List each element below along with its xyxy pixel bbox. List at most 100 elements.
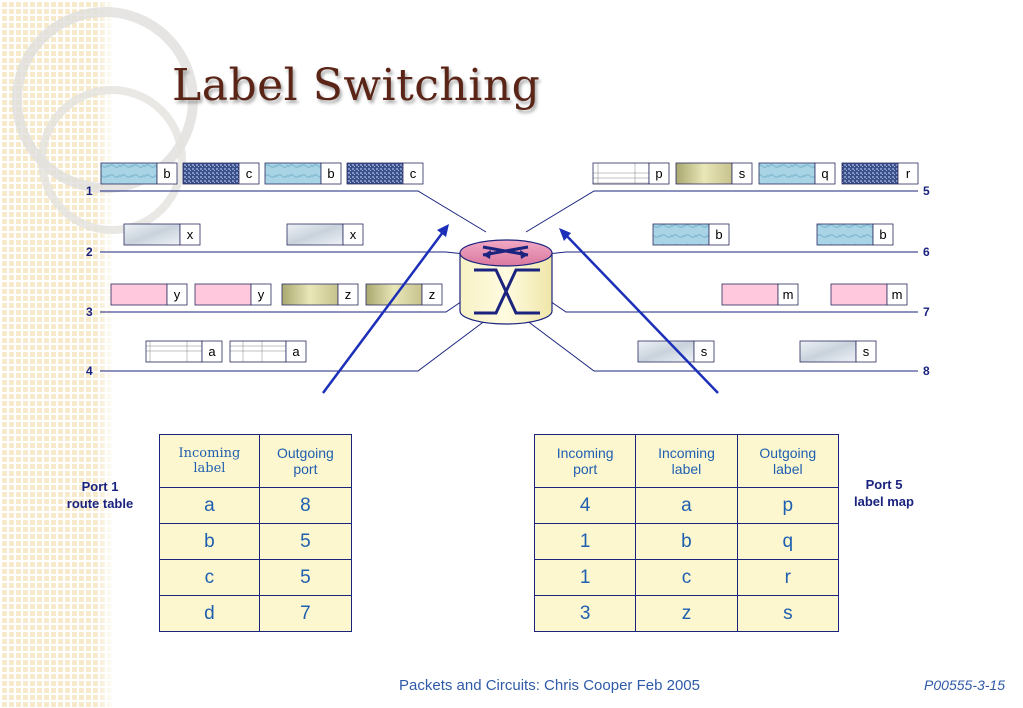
packet-label-box xyxy=(402,162,424,185)
link-line xyxy=(100,251,475,256)
header-line: Outgoing xyxy=(276,445,334,461)
page-title: Label Switching xyxy=(172,60,541,111)
packet-payload xyxy=(365,283,423,306)
header-line: label xyxy=(671,461,702,477)
packet: a xyxy=(229,340,307,363)
port-number: 7 xyxy=(923,305,930,319)
packet-label: m xyxy=(892,287,903,302)
packet: z xyxy=(281,283,359,306)
packet-label: b xyxy=(327,166,334,181)
header-line: port xyxy=(293,461,318,477)
packet-label-box xyxy=(897,162,919,185)
table-cell: q xyxy=(736,523,840,560)
packet-label-box xyxy=(342,223,364,246)
packet-label-box xyxy=(421,283,443,306)
packet-label-box xyxy=(855,340,877,363)
packet-payload xyxy=(830,283,888,306)
port5-table-label: Port 5 label map xyxy=(842,476,926,510)
packet-label-box xyxy=(648,162,670,185)
link-line xyxy=(100,319,487,372)
packet-label: x xyxy=(187,227,194,242)
packet-label: a xyxy=(292,344,300,359)
packet: y xyxy=(110,283,188,306)
header-line: label xyxy=(193,461,226,476)
packet-label: s xyxy=(701,344,708,359)
packet-label: q xyxy=(821,166,828,181)
link-line xyxy=(525,319,918,372)
packet-payload xyxy=(100,162,158,185)
packet-label: z xyxy=(345,287,352,302)
packet: z xyxy=(365,283,443,306)
packet-label-box xyxy=(872,223,894,246)
side-label-line1: Port 5 xyxy=(865,477,903,492)
packet: y xyxy=(194,283,272,306)
packet-label-box xyxy=(285,340,307,363)
table-cell: z xyxy=(635,595,738,632)
packet-label-box xyxy=(337,283,359,306)
packet-label: s xyxy=(739,166,746,181)
packet-payload xyxy=(145,340,203,363)
packet: m xyxy=(830,283,908,306)
sidebar-circles-decoration xyxy=(12,7,198,234)
packet: r xyxy=(841,162,919,185)
packet-label-box xyxy=(166,283,188,306)
packet-payload xyxy=(799,340,857,363)
packet: b xyxy=(652,223,730,246)
port-number: 1 xyxy=(86,184,93,198)
packet-label-box xyxy=(201,340,223,363)
link-line xyxy=(100,190,487,233)
side-label-line2: route table xyxy=(66,496,134,511)
packet-label: r xyxy=(906,166,911,181)
link-line xyxy=(537,251,918,256)
packet: s xyxy=(675,162,753,185)
packet-payload xyxy=(123,223,181,246)
router-icon xyxy=(459,239,553,325)
packet-label: c xyxy=(246,166,253,181)
slide-id: P00555-3-15 xyxy=(924,677,1005,693)
port-number: 6 xyxy=(923,245,930,259)
table-cell: a xyxy=(635,487,738,524)
table-cell: 5 xyxy=(258,523,353,560)
packet-payload xyxy=(229,340,287,363)
table-cell: 7 xyxy=(258,595,353,632)
packet-label-box xyxy=(693,340,715,363)
table-cell: p xyxy=(736,487,840,524)
table-cell: c xyxy=(635,559,738,596)
side-label-line1: Port 1 xyxy=(81,479,119,494)
packet-payload xyxy=(281,283,339,306)
packet-label: b xyxy=(715,227,722,242)
table-cell: d xyxy=(159,595,260,632)
packet-label-box xyxy=(886,283,908,306)
packet-label-box xyxy=(156,162,178,185)
packet-label: a xyxy=(208,344,216,359)
packet: c xyxy=(346,162,424,185)
table-cell: 8 xyxy=(258,487,353,524)
packet-label: p xyxy=(655,166,662,181)
packet-label: b xyxy=(163,166,170,181)
flow-arrow-left xyxy=(321,224,449,394)
port-number: 8 xyxy=(923,364,930,378)
flow-arrow-right xyxy=(559,228,719,394)
packet: s xyxy=(637,340,715,363)
footer-text: Packets and Circuits: Chris Cooper Feb 2… xyxy=(399,677,700,694)
table-cell: c xyxy=(159,559,260,596)
port-number: 3 xyxy=(86,305,93,319)
packet-payload xyxy=(346,162,404,185)
packet-payload xyxy=(194,283,252,306)
table-cell: 4 xyxy=(533,487,637,524)
packet-payload xyxy=(816,223,874,246)
header-line: port xyxy=(573,461,598,477)
packet: c xyxy=(182,162,260,185)
port-number: 5 xyxy=(923,184,930,198)
